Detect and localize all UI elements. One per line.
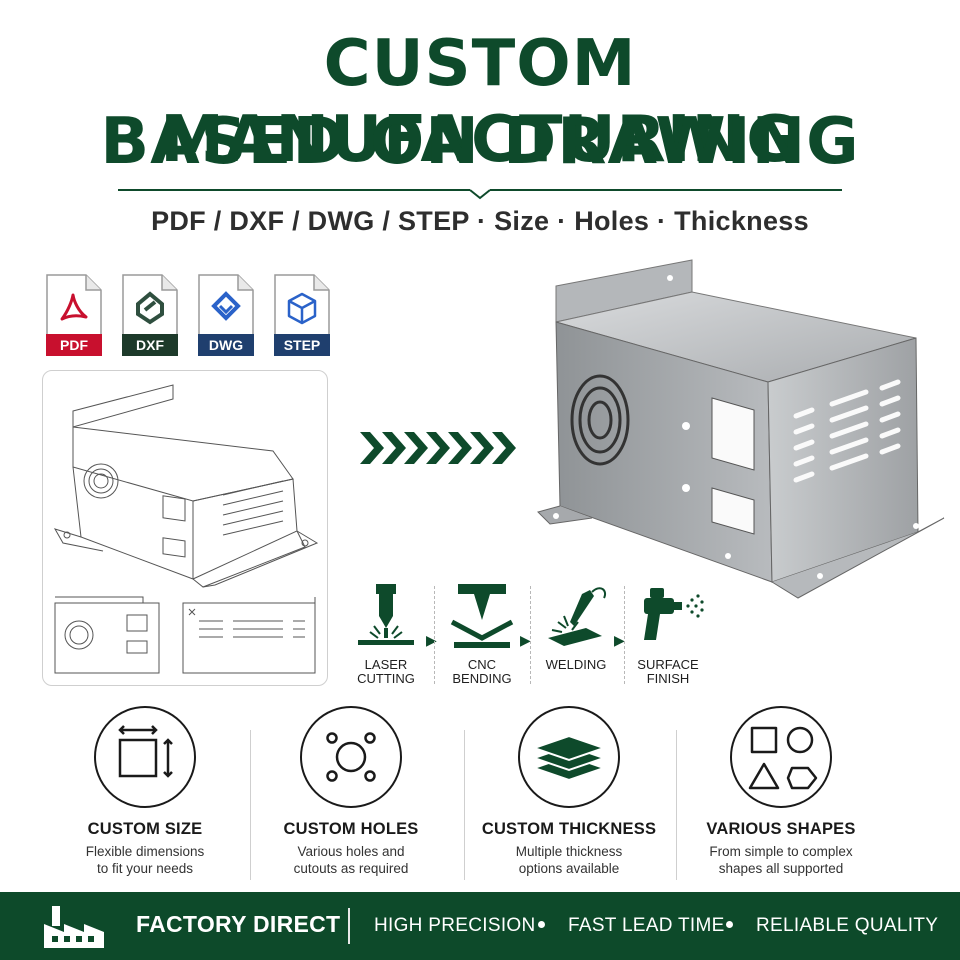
dxf-logo-icon [136,291,164,325]
welding-torch-icon [548,587,606,646]
feature-title: CUSTOM HOLES [283,820,419,838]
spray-gun-icon [644,588,704,640]
cube-icon [287,292,317,325]
bullet-dot [538,921,545,928]
feature-icon-circle [518,706,620,808]
bullet-dot [726,921,733,928]
shapes-icon [748,726,818,790]
holes-pattern-icon [326,732,376,782]
feature-icon-circle [730,706,832,808]
resize-square-icon [118,725,173,778]
metal-enclosure-image [537,259,945,599]
process-arrow-icon: ▶ [426,632,437,648]
feature-title: CUSTOM THICKNESS [481,820,657,838]
file-step: STEP [274,274,330,356]
feature-separator [464,730,465,880]
technical-drawing-panel [42,370,328,686]
subtitle: PDF / DXF / DWG / STEP · Size · Holes · … [151,206,809,236]
feature-description: Various holes and cutouts as required [293,844,409,876]
feature-separator [676,730,677,880]
file-dxf-label: DXF [122,334,178,356]
process-steps: LASER CUTTING ▶ CNC BENDING ▶ WELDING [348,580,720,690]
process-step-label: SURFACE FINISH [637,657,699,686]
feature-custom-thickness: CUSTOM THICKNESS Multiple thickness opti… [464,706,674,877]
process-separator [434,586,435,684]
press-brake-icon [450,584,514,648]
footer-bar: FACTORY DIRECT HIGH PRECISION FAST LEAD … [0,892,960,960]
perk-fast-lead-time: FAST LEAD TIME [568,915,725,936]
process-separator [530,586,531,684]
feature-separator [250,730,251,880]
title-line-1: CUSTOM MANUFACTURING [160,27,800,177]
process-step-cnc-bending: CNC BENDING [444,580,520,686]
acrobat-icon [60,293,88,321]
title-line-2: BASED ON DRAWING [100,105,860,179]
feature-list: CUSTOM SIZE Flexible dimensions to fit y… [40,706,920,880]
perk-high-precision: HIGH PRECISION [374,915,536,936]
feature-custom-size: CUSTOM SIZE Flexible dimensions to fit y… [40,706,250,877]
perk-reliable-quality: RELIABLE QUALITY [756,915,939,936]
process-step-label: CNC BENDING [452,657,512,686]
file-dwg: DWG [198,274,254,356]
process-arrow-icon: ▶ [520,632,531,648]
feature-description: Multiple thickness options available [515,844,623,876]
process-step-surface-finish: SURFACE FINISH [630,580,706,686]
feature-icon-circle [300,706,402,808]
process-step-welding: WELDING [538,580,614,672]
feature-title: VARIOUS SHAPES [706,820,856,838]
feature-custom-holes: CUSTOM HOLES Various holes and cutouts a… [246,706,456,877]
stacked-sheets-icon [530,734,608,782]
feature-title: CUSTOM SIZE [87,820,203,838]
file-pdf-label: PDF [46,334,102,356]
process-separator [624,586,625,684]
factory-icon [44,906,104,948]
process-step-laser-cutting: LASER CUTTING [348,580,424,686]
dwg-logo-icon [211,291,241,321]
conversion-arrow-icon [360,432,516,464]
enclosure-line-drawing [53,384,319,674]
factory-direct-label: FACTORY DIRECT [136,911,341,937]
feature-icon-circle [94,706,196,808]
file-pdf: PDF [46,274,102,356]
laser-cutting-icon [358,584,414,645]
footer-divider [348,908,350,944]
process-step-label: WELDING [545,657,607,672]
feature-various-shapes: VARIOUS SHAPES From simple to complex sh… [676,706,886,877]
file-dwg-label: DWG [198,334,254,356]
file-step-label: STEP [274,334,330,356]
feature-description: Flexible dimensions to fit your needs [85,844,205,876]
file-format-list: PDF DXF DWG [46,274,330,356]
process-step-label: LASER CUTTING [357,657,415,686]
title-divider [118,189,842,200]
file-dxf: DXF [122,274,178,356]
process-arrow-icon: ▶ [614,632,625,648]
feature-description: From simple to complex shapes all suppor… [709,844,853,876]
